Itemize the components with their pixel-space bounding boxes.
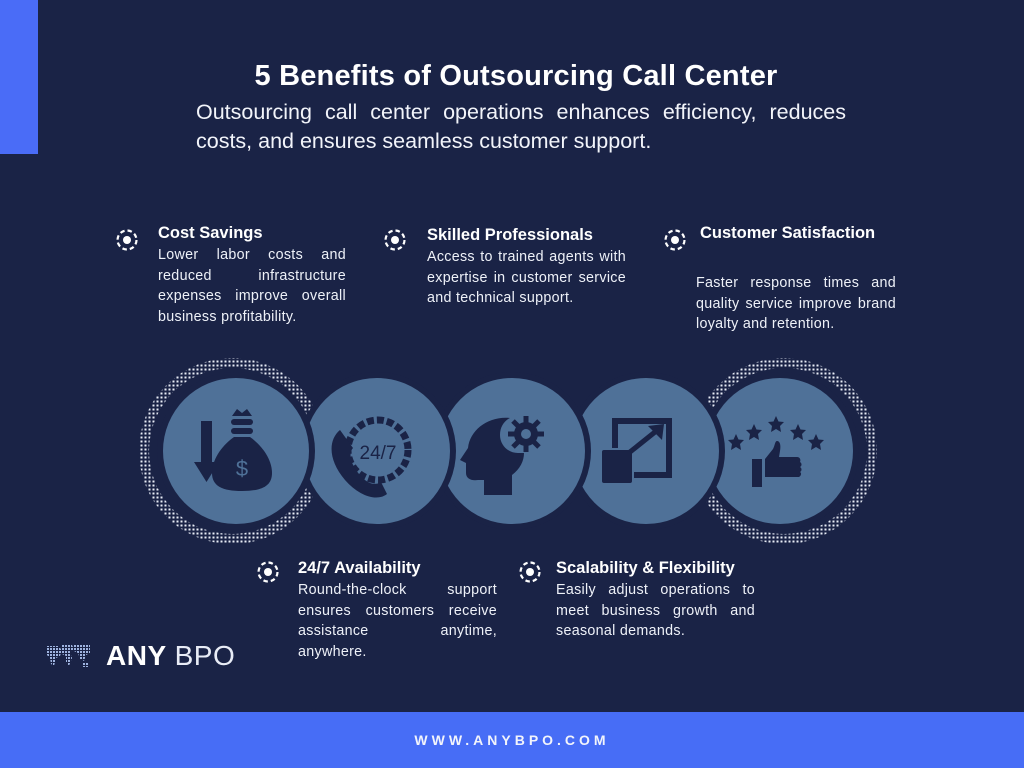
benefit-description: Lower labor costs and reduced infrastruc… [158,247,346,325]
accent-bar [0,0,38,154]
dotted-ring-right [691,358,877,544]
benefit-title: Skilled Professionals [427,226,593,244]
bullet-icon [384,229,406,251]
benefit-description: Easily adjust operations to meet busines… [556,582,755,639]
website-link[interactable]: WWW.ANYBPO.COM [414,732,610,748]
bullet-icon [664,229,686,251]
svg-text:$: $ [236,456,248,481]
scale-up-arrow-icon [602,418,672,483]
benefit-title: Customer Satisfaction [700,224,876,242]
anybpo-logo: ANY BPO [44,640,235,672]
benefit-title: 24/7 Availability [298,559,421,577]
dotted-ring-left [139,358,325,544]
svg-text:24/7: 24/7 [360,443,397,464]
world-map-icon [46,645,90,667]
thumbs-up-stars-icon [728,416,824,487]
benefit-description: Faster response times and quality servic… [696,275,896,332]
logo-text-bold: ANY [106,640,167,671]
logo-text-light: BPO [174,640,236,671]
bullet-icon [116,229,138,251]
money-bag-down-arrow-icon: $ [194,409,272,491]
benefit-description: Access to trained agents with expertise … [427,249,626,306]
benefit-title: Scalability & Flexibility [556,559,735,577]
bullet-icon [257,561,279,583]
page-title: 5 Benefits of Outsourcing Call Center [254,60,778,92]
page-subtitle: Outsourcing call center operations enhan… [196,100,846,153]
bullet-icon [519,561,541,583]
phone-24-7-icon: 24/7 [331,416,412,498]
footer-bar: WWW.ANYBPO.COM [0,712,1024,768]
benefit-title: Cost Savings [158,224,263,242]
head-gear-icon [460,416,544,495]
benefit-description: Round-the-clock support ensures customer… [298,582,497,660]
